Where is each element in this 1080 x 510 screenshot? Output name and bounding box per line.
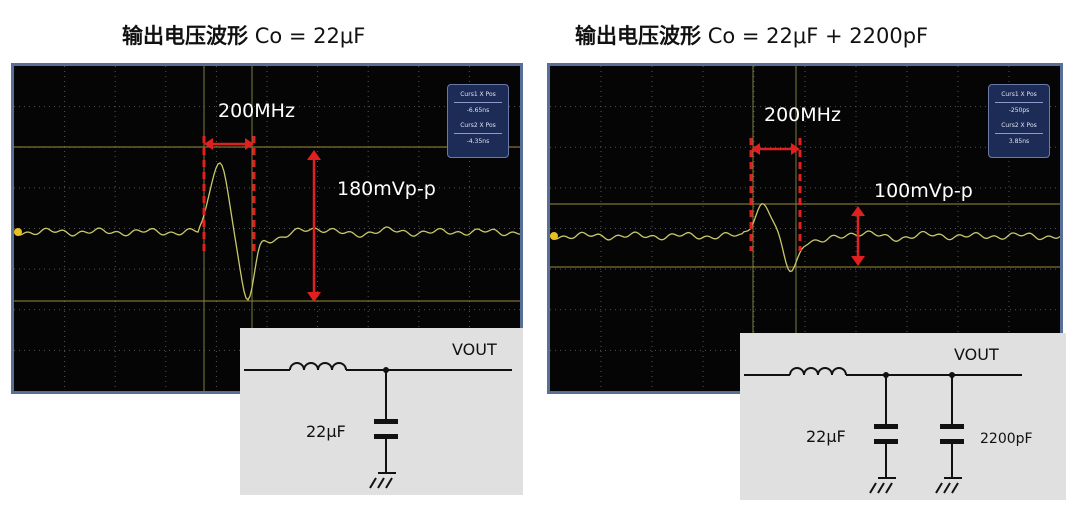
- cursor1-label: Curs1 X Pos: [460, 91, 496, 98]
- vout-label: VOUT: [954, 345, 999, 364]
- cursor1-value: -250ps: [1008, 107, 1030, 114]
- cap-22uf-label: 22μF: [806, 427, 846, 446]
- left-title-cn: 输出电压波形: [122, 24, 248, 48]
- waveform-trace: [550, 202, 1060, 273]
- cap-2200pf-label: 2200pF: [980, 431, 1033, 447]
- left-amplitude-label: 180mVp-p: [337, 178, 436, 200]
- cursor1-value: -6.65ns: [466, 107, 490, 114]
- waveform-trace: [14, 162, 520, 301]
- cursor1-label: Curs1 X Pos: [1001, 91, 1037, 98]
- cursor2-value: 3.85ns: [1008, 138, 1030, 145]
- channel-marker-icon: [550, 232, 558, 240]
- right-title-en: Co = 22μF + 2200pF: [707, 24, 929, 48]
- vout-label: VOUT: [452, 340, 497, 359]
- capacitor-icon: [374, 419, 398, 424]
- left-freq-label: 200MHz: [218, 100, 295, 122]
- cap-22uf-label: 22μF: [306, 422, 346, 441]
- left-title-en: Co = 22μF: [254, 24, 366, 48]
- cursor2-value: -4.35ns: [466, 138, 490, 145]
- cursor2-label: Curs2 X Pos: [1001, 122, 1037, 129]
- left-cursor-readout: Curs1 X Pos -6.65ns Curs2 X Pos -4.35ns: [447, 84, 509, 158]
- channel-marker-icon: [14, 228, 22, 236]
- right-title-cn: 输出电压波形: [575, 24, 701, 48]
- left-title: 输出电压波形 Co = 22μF: [122, 20, 365, 50]
- left-circuit-diagram: VOUT 22μF: [240, 328, 523, 495]
- right-cursor-readout: Curs1 X Pos -250ps Curs2 X Pos 3.85ns: [988, 84, 1050, 158]
- cursor2-label: Curs2 X Pos: [460, 122, 496, 129]
- right-title: 输出电压波形 Co = 22μF + 2200pF: [575, 20, 928, 50]
- right-circuit-diagram: VOUT 22μF 2200pF: [740, 333, 1066, 500]
- right-freq-label: 200MHz: [764, 104, 841, 126]
- right-amplitude-label: 100mVp-p: [874, 180, 973, 202]
